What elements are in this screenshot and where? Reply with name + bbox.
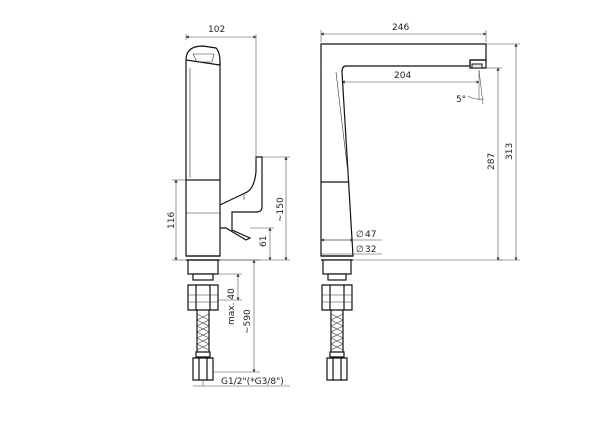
dim-max-thickness: max. 40	[227, 288, 237, 325]
dim-hose-length: ~590	[243, 309, 253, 334]
front-mount-nut	[321, 284, 353, 311]
dim-front-width: 246	[392, 23, 409, 33]
side-spout-head	[185, 45, 221, 66]
dim-total-height: 313	[505, 143, 515, 160]
side-view: 102 116 ~150 61 max. 40 ~590 G1/2"(*G3/8…	[167, 25, 290, 387]
dim-body-diameter: 47	[365, 230, 376, 240]
dim-spout-height: 287	[487, 153, 497, 170]
side-body-lower	[185, 179, 221, 257]
front-base-nut	[322, 259, 352, 275]
dim-thread-diameter: 32	[365, 245, 376, 255]
front-view: 246 204 5° 287 313 ∅ 47 ∅ 32	[320, 23, 520, 381]
side-lever	[219, 156, 263, 241]
dim-side-width: 102	[208, 25, 225, 35]
front-hose-fitting	[326, 351, 348, 381]
diameter-symbol-47: ∅	[356, 230, 364, 240]
side-hose-fitting	[192, 351, 214, 381]
dim-base-gap: 61	[259, 236, 269, 247]
side-body-upper	[185, 60, 221, 180]
side-mount-stud	[192, 273, 214, 281]
side-hose	[196, 310, 210, 352]
front-hose	[330, 310, 344, 352]
dim-angle: 5°	[456, 95, 466, 105]
dim-thread-size: G1/2"(*G3/8")	[221, 377, 284, 387]
front-mount-stud	[327, 273, 347, 281]
diameter-symbol-32: ∅	[356, 245, 364, 255]
side-base-nut	[187, 259, 219, 275]
dim-lever-height: 116	[167, 212, 177, 229]
dim-lever-offset: ~150	[276, 197, 286, 222]
dim-reach: 204	[394, 71, 411, 81]
side-mount-nut	[187, 284, 219, 311]
